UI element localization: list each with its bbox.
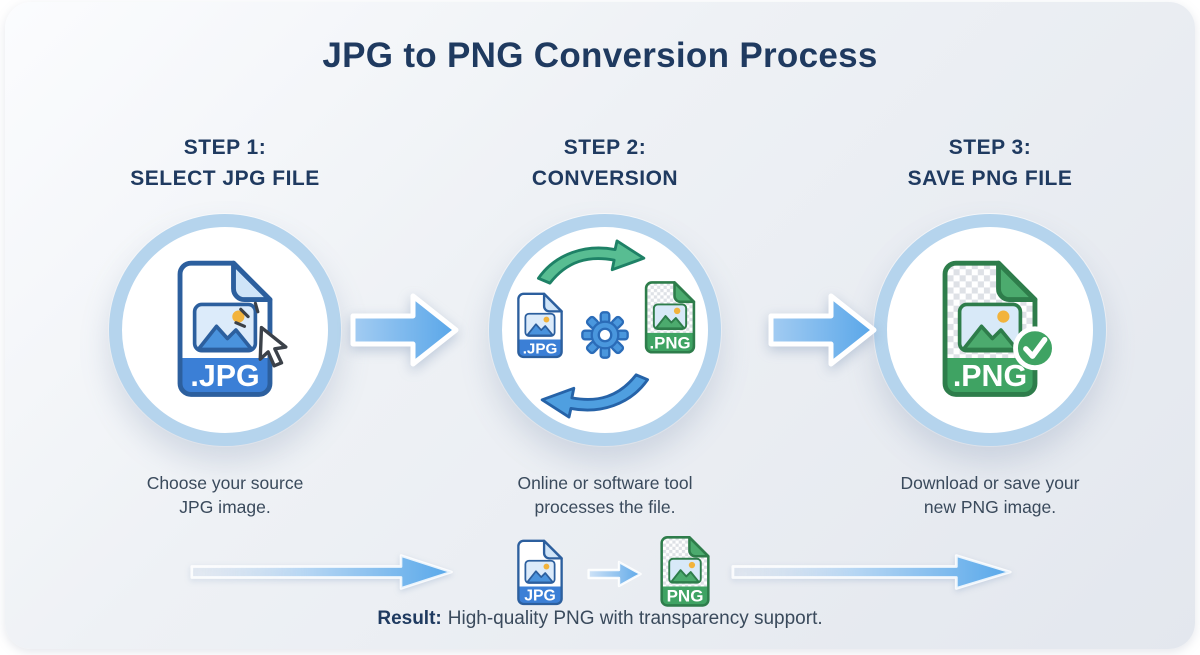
step1-label: STEP 1: — [183, 136, 267, 159]
step2-circle: .JPG — [489, 214, 721, 446]
bottom-mid-arrow-icon — [587, 560, 642, 588]
step2-desc-line1: Online or software tool — [517, 473, 693, 493]
bottom-png-label: PNG — [667, 587, 704, 606]
cycle-arrow-right-icon — [536, 239, 646, 285]
step2-description: Online or software tool processes the fi… — [445, 471, 765, 519]
cursor-icon — [234, 301, 288, 368]
png-small-label: .PNG — [649, 333, 690, 352]
gear-icon — [581, 311, 629, 359]
step1-to-step2-arrow-icon — [350, 293, 459, 367]
result-text: High-quality PNG with transparency suppo… — [447, 608, 823, 629]
conversion-icon: .JPG — [502, 239, 708, 420]
step3-header: STEP 3: SAVE PNG FILE — [830, 132, 1150, 194]
png-file-small-icon: .PNG — [644, 281, 696, 354]
step2-header: STEP 2: CONVERSION — [445, 132, 765, 194]
step1-description: Choose your source JPG image. — [65, 471, 385, 519]
jpg-file-small-icon: .JPG — [517, 292, 563, 359]
step1-header: STEP 1: SELECT JPG FILE — [65, 132, 385, 194]
cycle-arrow-left-icon — [540, 373, 650, 419]
step3-desc-line1: Download or save your — [900, 473, 1080, 493]
png-file-icon: .PNG — [942, 260, 1057, 397]
result-label: Result: — [377, 608, 442, 629]
bottom-jpg-file-icon: JPG — [517, 539, 563, 606]
step3-circle: .PNG — [874, 214, 1106, 446]
png-file-label: .PNG — [953, 359, 1027, 393]
step3-label: STEP 3: — [948, 136, 1032, 159]
bottom-left-arrow-icon — [190, 554, 453, 590]
page-title: JPG to PNG Conversion Process — [322, 36, 878, 75]
step3-description: Download or save your new PNG image. — [830, 471, 1150, 519]
check-badge-icon — [1013, 326, 1057, 371]
jpg-file-label: .JPG — [190, 359, 259, 393]
infographic-card: JPG to PNG Conversion Process STEP 1: SE… — [5, 2, 1195, 649]
step3-desc-line2: new PNG image. — [923, 497, 1057, 517]
step1-circle: .JPG — [109, 214, 341, 446]
jpg-small-label: .JPG — [523, 340, 558, 357]
step2-label: STEP 2: — [563, 136, 647, 159]
bottom-png-file-icon: PNG — [660, 536, 710, 607]
step1-heading: SELECT JPG FILE — [130, 167, 320, 190]
step2-desc-line2: processes the file. — [534, 497, 676, 517]
step2-heading: CONVERSION — [531, 167, 679, 190]
step3-heading: SAVE PNG FILE — [907, 167, 1073, 190]
step1-desc-line2: JPG image. — [179, 497, 271, 517]
step1-desc-line1: Choose your source — [146, 473, 304, 493]
result-line: Result:High-quality PNG with transparenc… — [5, 608, 1195, 630]
step2-to-step3-arrow-icon — [768, 293, 877, 367]
jpg-file-icon: .JPG — [177, 260, 288, 397]
bottom-right-arrow-icon — [731, 554, 1012, 590]
bottom-jpg-label: JPG — [524, 587, 556, 604]
